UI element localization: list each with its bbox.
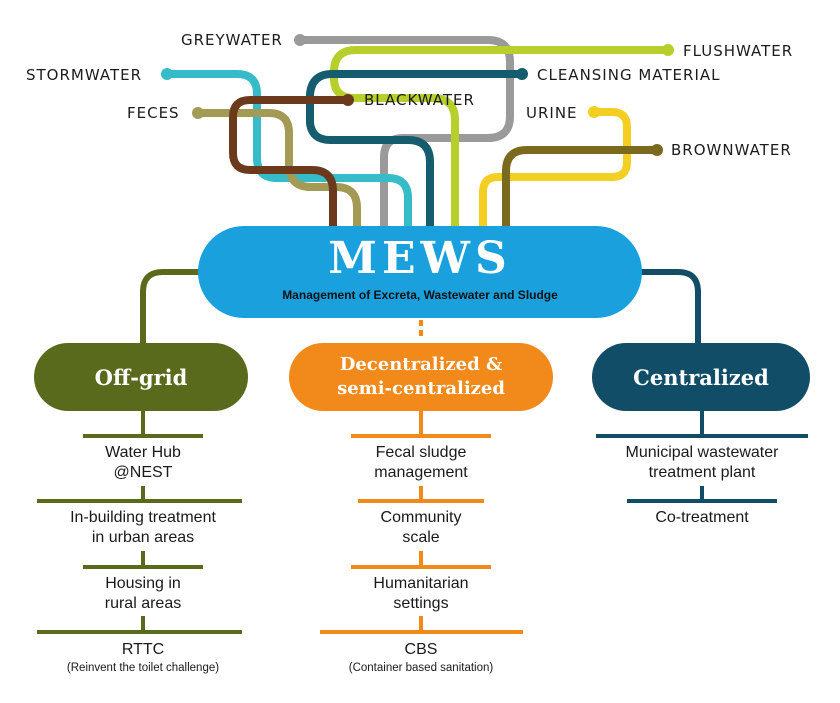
offgrid-title: Off-grid (94, 364, 188, 390)
feces-dot (192, 107, 204, 119)
cleansing-material-dot (516, 68, 528, 80)
offgrid-pill: Off-grid (34, 343, 248, 411)
centralized-title: Centralized (633, 364, 769, 390)
urine-line (479, 108, 631, 228)
brownwater-dot (651, 144, 663, 156)
blackwater-line (229, 96, 348, 228)
decentralized-connector (419, 320, 423, 336)
flushwater-line (330, 46, 668, 228)
hub-title: MEWS (328, 233, 512, 284)
offgrid-note: (Reinvent the toilet challenge) (66, 662, 220, 674)
decentralized-pill: Decentralized & semi-centralized (289, 343, 553, 411)
offgrid-item: In-building treatment in urban areas (70, 509, 216, 546)
greywater-dot (294, 34, 306, 46)
decentralized-item: Community scale (380, 509, 462, 546)
offgrid-item: Housing in rural areas (104, 575, 182, 612)
decentralized-title: Decentralized & semi-centralized (337, 354, 505, 399)
brownwater-label: BROWNWATER (671, 141, 792, 159)
decentralized-item: Fecal sludge management (374, 444, 468, 481)
centralized-item: Municipal wastewater treatment plant (625, 444, 779, 481)
decentralized-item: CBS (404, 641, 438, 658)
urine-dot (588, 106, 600, 118)
offgrid-connector (140, 269, 200, 345)
centralized-connector (640, 269, 701, 345)
greywater-label: GREYWATER (181, 31, 283, 49)
blackwater-label: BLACKWATER (364, 91, 475, 109)
blackwater-dot (342, 94, 354, 106)
centralized-pill: Centralized (592, 343, 810, 411)
stormwater-label: STORMWATER (26, 66, 143, 84)
offgrid-item: Water Hub @NEST (105, 444, 181, 481)
cleansing-material-label: CLEANSING MATERIAL (537, 66, 721, 84)
flushwater-dot (662, 44, 674, 56)
mews-hub: MEWS Management of Excreta, Wastewater a… (198, 226, 642, 318)
flushwater-label: FLUSHWATER (683, 42, 794, 60)
offgrid-item: RTTC (121, 641, 165, 658)
decentralized-note: (Container based sanitation) (348, 662, 494, 674)
centralized-item: Co-treatment (655, 509, 749, 526)
hub-subtitle: Management of Excreta, Wastewater and Sl… (282, 288, 558, 302)
feces-line (198, 109, 361, 228)
cleansing-material-line (306, 70, 522, 228)
stormwater-dot (161, 68, 173, 80)
urine-label: URINE (526, 104, 578, 122)
decentralized-item: Humanitarian settings (373, 575, 469, 612)
brownwater-line (502, 146, 657, 228)
feces-label: FECES (127, 104, 180, 122)
